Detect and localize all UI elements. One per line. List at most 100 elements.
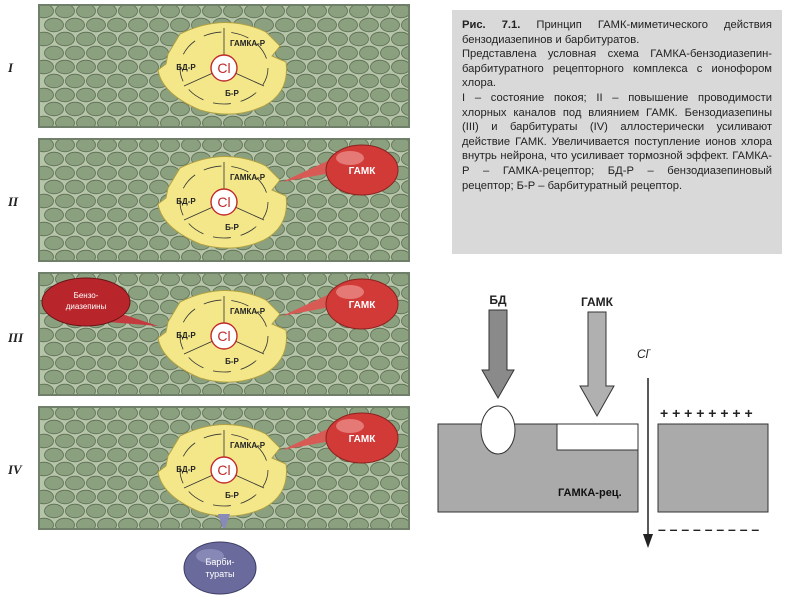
membrane-cell: [44, 419, 64, 435]
membrane-cell: [170, 369, 190, 385]
membrane-cell: [349, 6, 369, 19]
membrane-cell: [328, 31, 348, 47]
gaba-highlight: [336, 151, 364, 165]
membrane-cell: [181, 383, 201, 394]
membrane-cell: [244, 383, 264, 394]
membrane-cell: [401, 504, 408, 518]
membrane-cell: [370, 6, 390, 19]
membrane-cell: [307, 461, 327, 477]
membrane-cell: [307, 517, 327, 528]
membrane-cell: [286, 140, 306, 153]
membrane-cell: [296, 207, 316, 223]
membrane-cell: [139, 249, 159, 260]
membrane-cell: [97, 165, 117, 181]
membrane-cell: [328, 327, 348, 343]
membrane-cell: [40, 327, 54, 343]
membrane-cell: [76, 461, 96, 477]
barbiturates-highlight: [196, 549, 224, 563]
membrane-cell: [328, 193, 348, 209]
membrane-cell: [76, 221, 96, 237]
membrane-cell: [40, 461, 54, 477]
membrane-cell: [86, 17, 106, 33]
membrane-cell: [65, 45, 85, 61]
membrane-cell: [107, 45, 127, 61]
membrane-cell: [65, 419, 85, 435]
membrane-cell: [86, 207, 106, 223]
membrane-cell: [139, 299, 159, 315]
membrane-cell: [349, 461, 369, 477]
membrane-cell: [149, 17, 169, 33]
membrane-cell: [65, 235, 85, 251]
membrane-cell: [55, 59, 75, 75]
membrane-cell: [160, 408, 180, 421]
membrane-cell: [275, 447, 295, 463]
membrane-cell: [40, 87, 54, 103]
membrane-cell: [86, 369, 106, 385]
membrane-cell: [275, 313, 295, 329]
gaba-ball-label: ГАМК: [349, 434, 377, 445]
membrane-cell: [338, 475, 358, 491]
caption-title: Рис. 7.1.: [462, 19, 521, 31]
membrane-cell: [317, 73, 337, 89]
membrane-cell: [170, 285, 190, 301]
membrane-cell: [65, 475, 85, 491]
membrane-cell: [149, 447, 169, 463]
membrane-cell: [307, 327, 327, 343]
membrane-cell: [97, 193, 117, 209]
membrane-cell: [86, 503, 106, 519]
membrane-cell: [181, 274, 201, 287]
membrane-cell: [107, 503, 127, 519]
membrane-cell: [370, 489, 390, 505]
membrane-cell: [338, 503, 358, 519]
gaba-arrow: [579, 311, 615, 418]
membrane-cell: [317, 341, 337, 357]
membrane-cell: [307, 221, 327, 237]
membrane-cell: [286, 31, 306, 47]
membrane-cell: [139, 517, 159, 528]
membrane-cell: [40, 165, 54, 181]
rotation-arrows: [179, 433, 269, 507]
membrane-cell: [359, 17, 379, 33]
gaba-receptor-label: ГАМКA-Р: [230, 39, 266, 48]
cell-grid: [40, 408, 408, 528]
membrane-cell: [244, 115, 264, 126]
barbiturate-pointer: [218, 514, 230, 528]
membrane-cell: [275, 285, 295, 301]
chloride-label: Cl: [217, 462, 230, 478]
membrane-cell: [139, 193, 159, 209]
membrane-cell: [40, 408, 54, 421]
membrane-cell: [244, 408, 264, 421]
b-receptor-label: Б-Р: [225, 223, 239, 232]
membrane-cell: [65, 341, 85, 357]
roman-label-1: I: [8, 60, 14, 75]
caption-text-1: Принцип ГАМК-миметического действия бенз…: [462, 19, 772, 46]
membrane-cell: [296, 285, 316, 301]
benzo-label-2: диазепины: [66, 302, 107, 311]
b-receptor-label: Б-Р: [225, 491, 239, 500]
membrane-cell: [296, 151, 316, 167]
membrane-cell: [349, 383, 369, 394]
membrane-cell: [86, 475, 106, 491]
membrane-cell: [40, 31, 54, 47]
membrane-cell: [55, 165, 75, 181]
bd-binding-site: [480, 405, 516, 455]
membrane-cell: [286, 489, 306, 505]
membrane-cell: [118, 140, 138, 153]
membrane-cell: [139, 461, 159, 477]
membrane-cell: [391, 31, 408, 47]
membrane-cell: [328, 221, 348, 237]
membrane-cell: [128, 207, 148, 223]
membrane-cell: [40, 6, 54, 19]
membrane-cell: [118, 115, 138, 126]
membrane-cell: [202, 140, 222, 153]
b-receptor-label: Б-Р: [225, 89, 239, 98]
cl-sup: -: [648, 345, 651, 354]
membrane-cell: [160, 249, 180, 260]
membrane-cell: [97, 31, 117, 47]
membrane-cell: [328, 87, 348, 103]
roman-label-3: III: [8, 330, 24, 345]
